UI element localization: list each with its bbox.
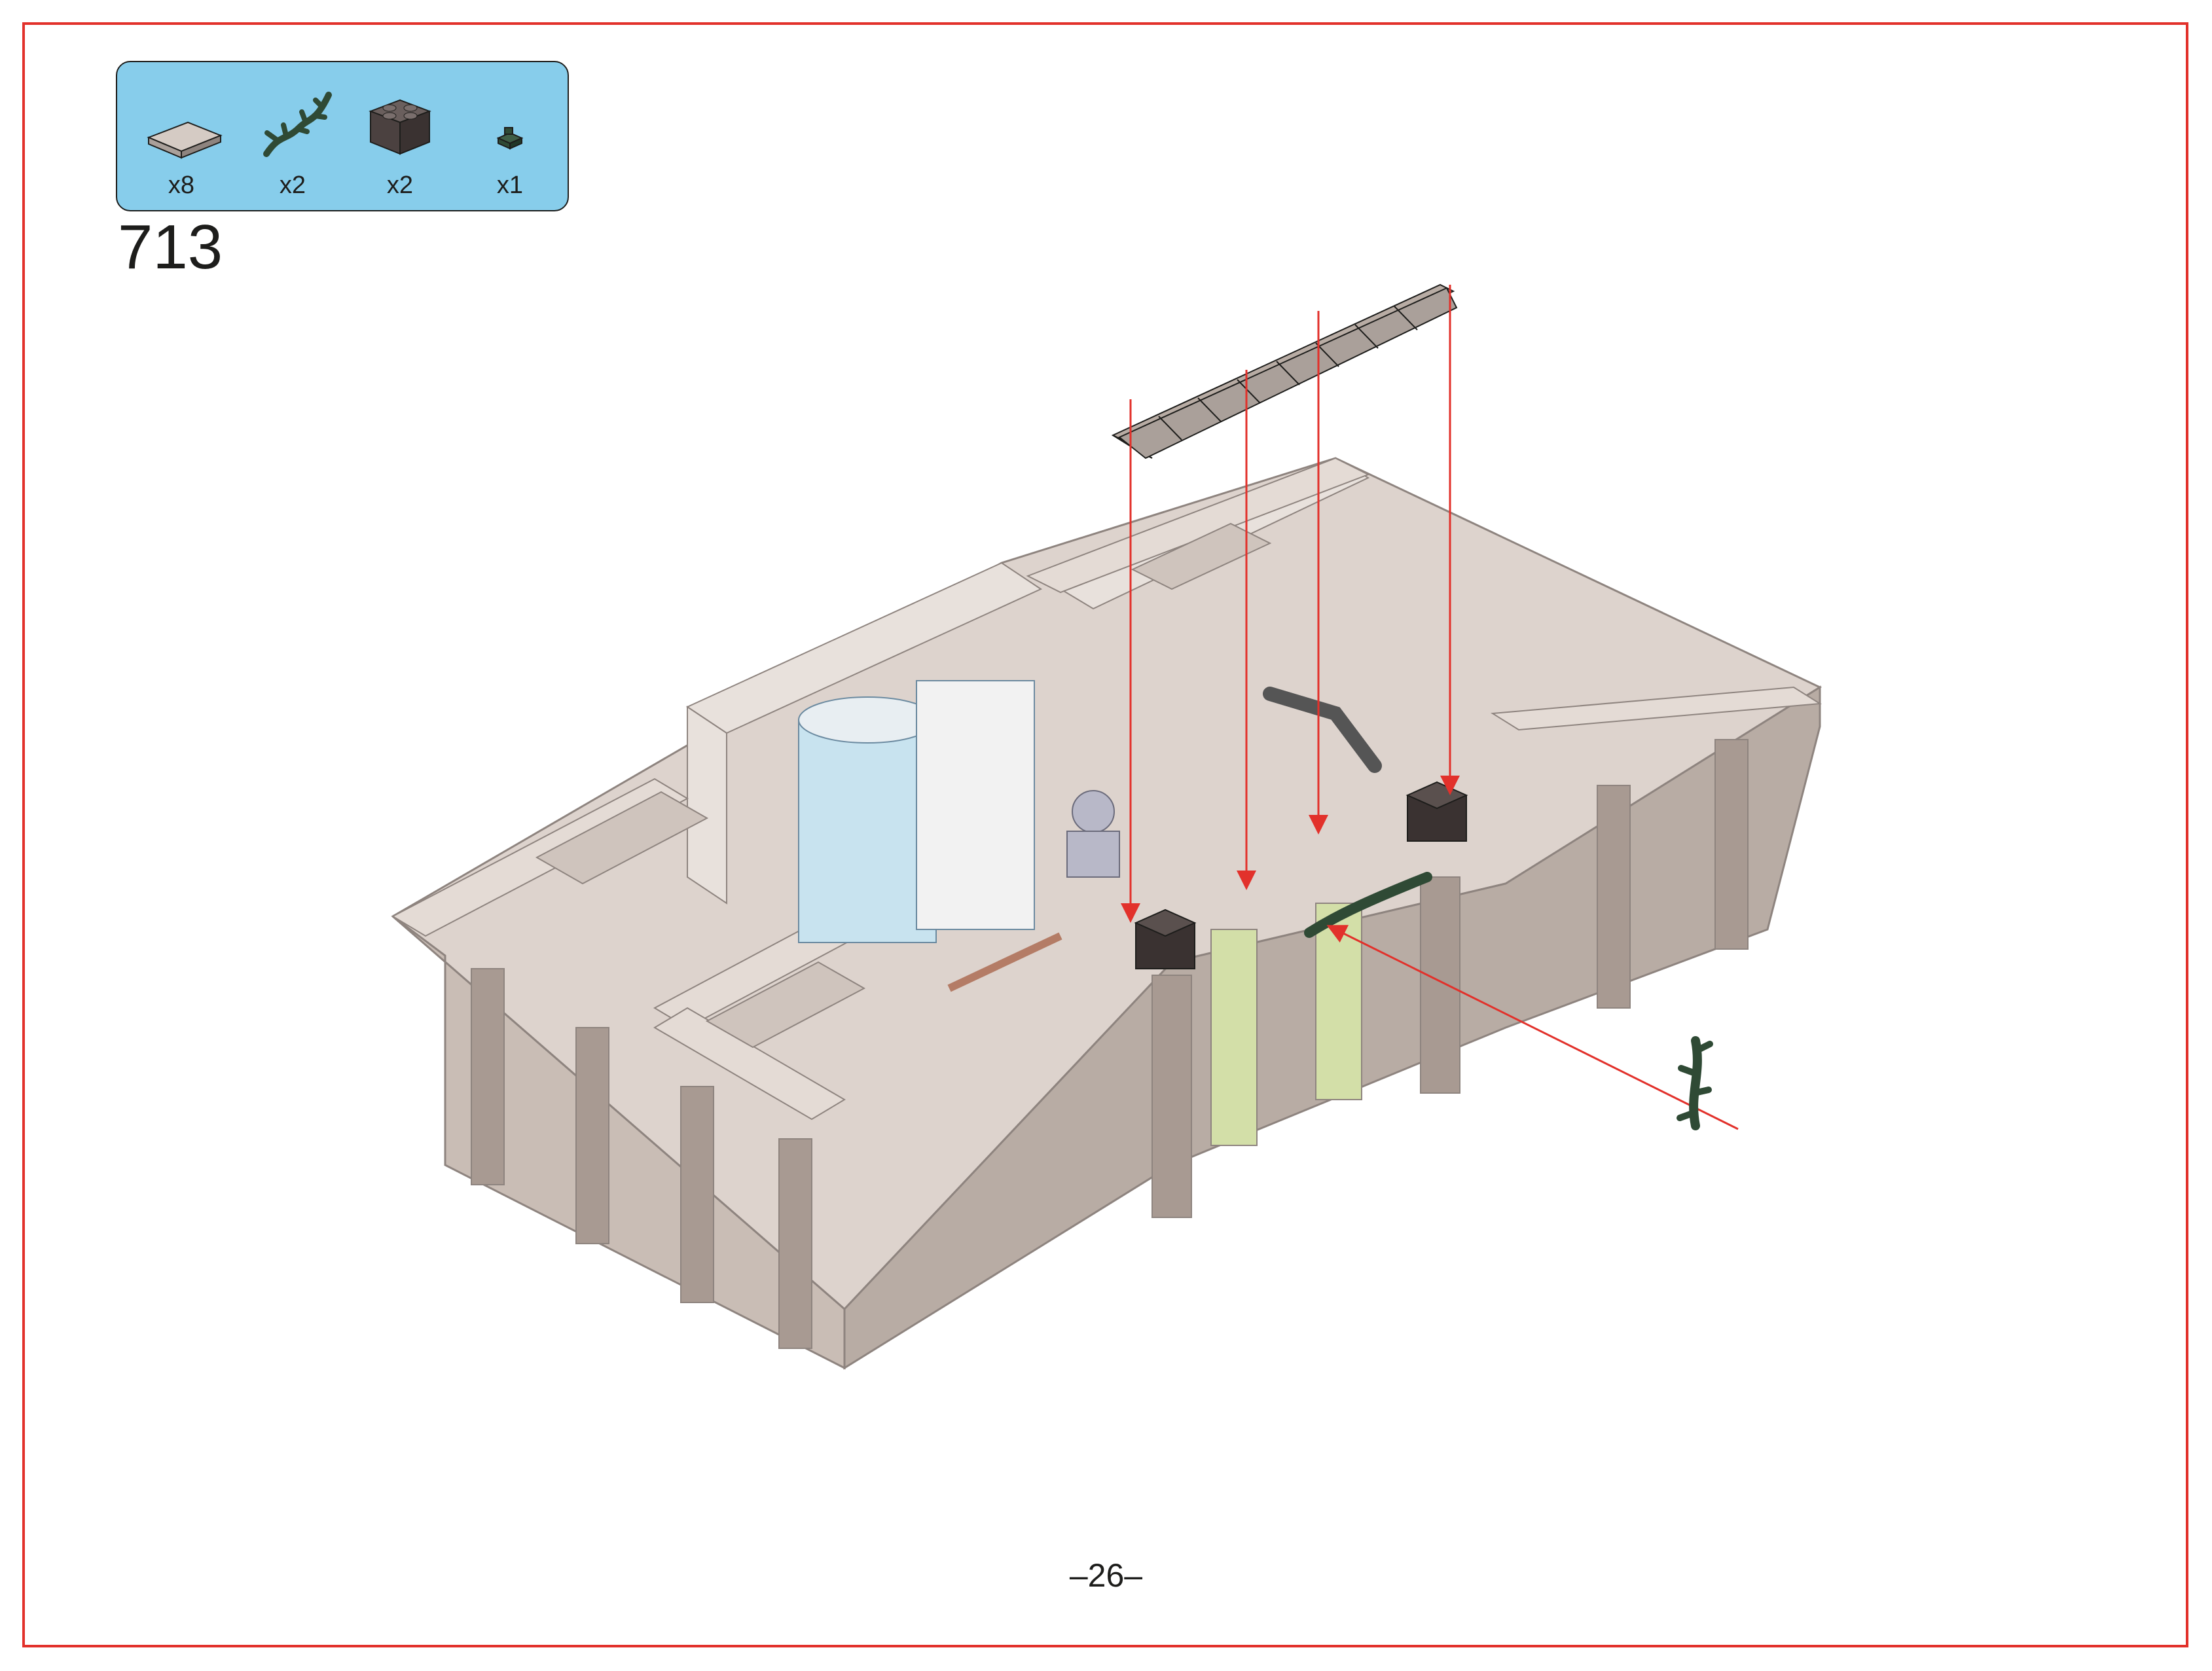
- copper-pipe: [947, 932, 1062, 992]
- facade-columns-left: [471, 968, 812, 1349]
- step-number: 713: [118, 212, 223, 282]
- part-round-brick: x2: [348, 62, 452, 211]
- part-tile: x8: [129, 62, 234, 211]
- page-number: –26–: [1069, 1557, 1143, 1594]
- page-border: [22, 22, 2188, 1647]
- tile-icon: [147, 121, 223, 159]
- robot-figure: [1066, 790, 1120, 878]
- placed-round-bricks: [1134, 781, 1468, 969]
- part-qty: x2: [279, 171, 306, 199]
- building-left-facade: [392, 915, 846, 1370]
- tile-dividers: [1158, 306, 1418, 440]
- tile-strip: [1111, 283, 1458, 459]
- parts-callout: x8 x2 x2 x1: [116, 61, 569, 211]
- assembly-arrows: [1121, 285, 1739, 1130]
- loose-vine-leaves: [1677, 1041, 1713, 1121]
- facade-columns-right: [1151, 739, 1749, 1218]
- courtyard-openings: [535, 522, 1272, 1049]
- robot-arm: [1263, 687, 1382, 773]
- part-qty: x8: [168, 171, 195, 199]
- part-plate: x1: [458, 62, 562, 211]
- glass-chamber: [798, 680, 1035, 943]
- placed-vine: [1304, 872, 1432, 938]
- part-vine: x2: [240, 62, 345, 211]
- part-qty: x1: [496, 171, 524, 199]
- part-qty: x2: [386, 171, 414, 199]
- plate-icon: [496, 127, 524, 150]
- vine-icon: [263, 92, 332, 157]
- round-brick-icon: [369, 99, 431, 155]
